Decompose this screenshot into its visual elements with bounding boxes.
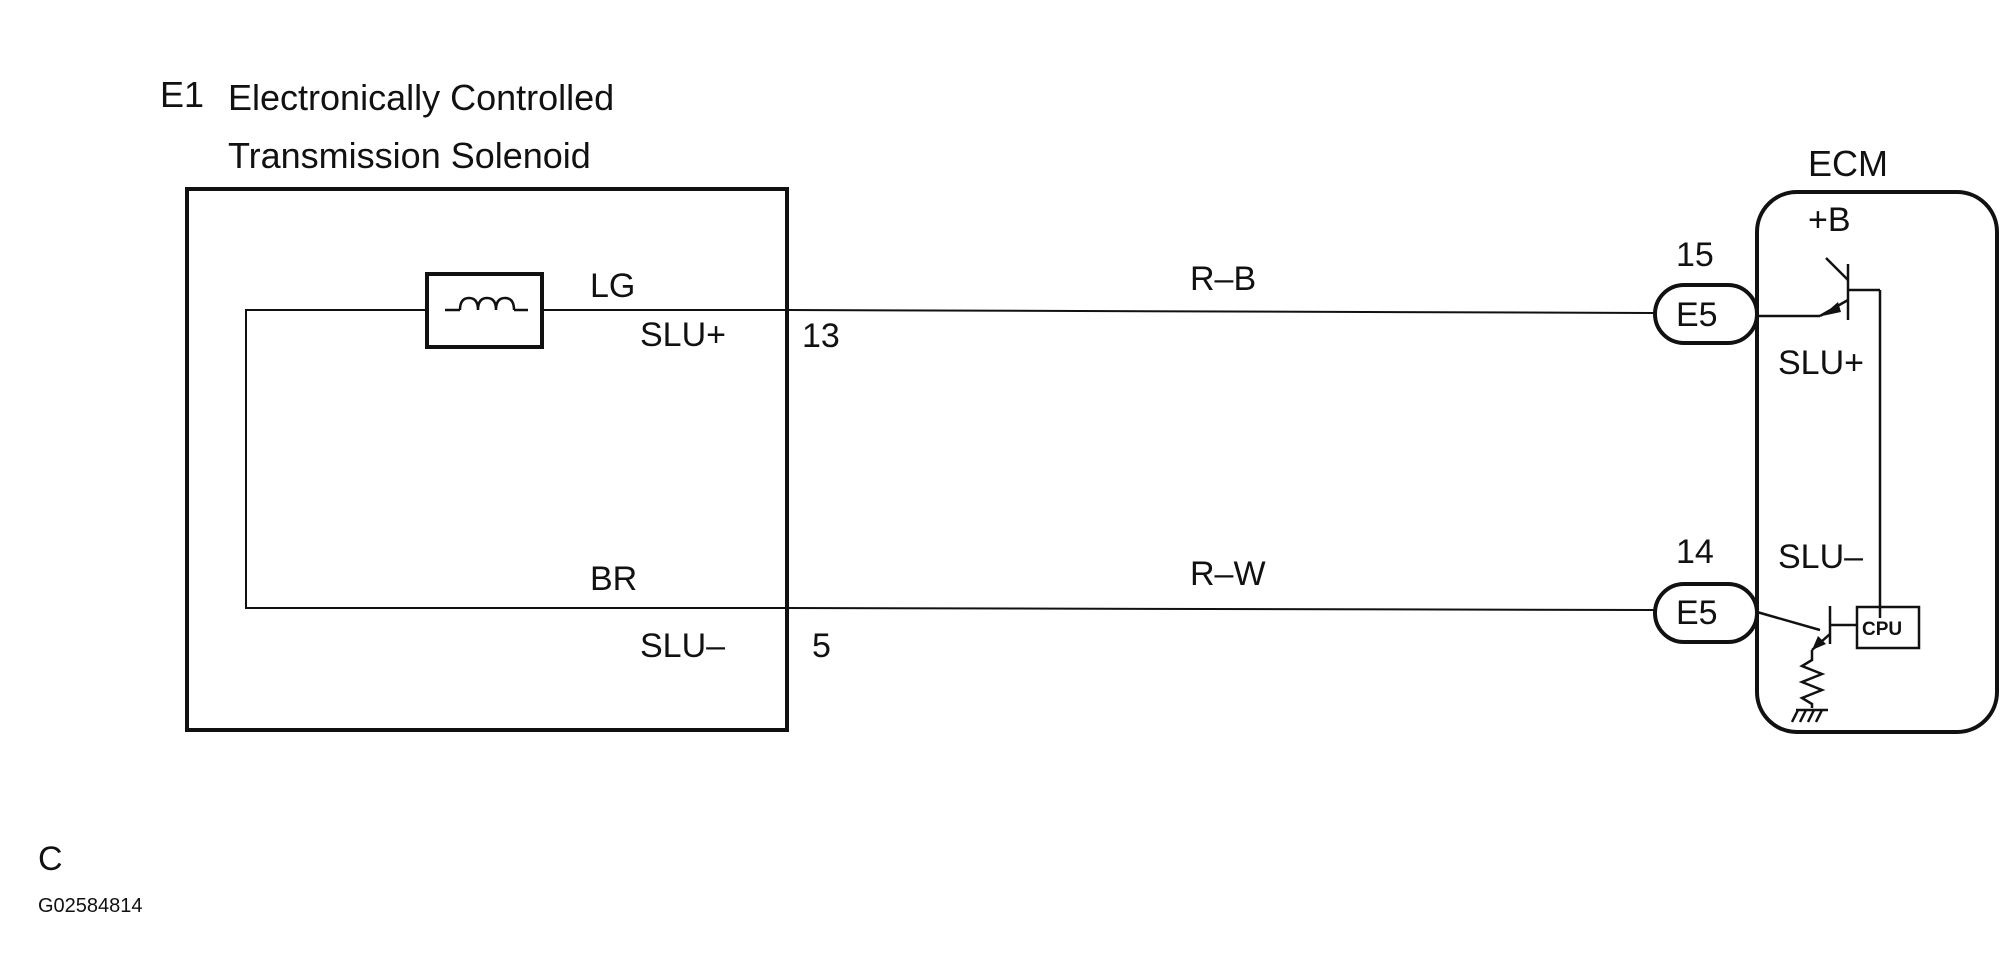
wire-label-r-w: R–W (1190, 555, 1266, 593)
solenoid-internal-wire (245, 309, 787, 609)
pin-13: 13 (802, 317, 840, 355)
ground-icon (1790, 708, 1828, 723)
ecm-power-label: +B (1808, 201, 1851, 239)
coil-icon (425, 272, 544, 349)
figure-code: G02584814 (38, 895, 143, 917)
connector-pin-15: 15 (1676, 236, 1714, 274)
wire-r-w (786, 607, 1656, 611)
connector-e5-bottom-label: E5 (1676, 594, 1718, 632)
wire-r-b (786, 309, 1656, 314)
cpu-box (1855, 605, 1921, 650)
connector-e5-top-label: E5 (1676, 296, 1718, 334)
signal-slu-minus: SLU– (640, 627, 725, 665)
ecm-signal-slu-plus: SLU+ (1778, 344, 1864, 382)
connector-pin-14: 14 (1676, 533, 1714, 571)
component-name-line2: Transmission Solenoid (228, 135, 591, 176)
wire-color-lg: LG (590, 267, 635, 305)
pin-5: 5 (812, 627, 831, 665)
component-id: E1 (160, 74, 204, 115)
ecm-signal-slu-minus: SLU– (1778, 538, 1863, 576)
transistor-bottom-icon (1756, 606, 1857, 651)
signal-slu-plus: SLU+ (640, 316, 726, 354)
footer-letter: C (38, 840, 63, 878)
ecm-box (1755, 190, 1999, 734)
wire-color-br: BR (590, 560, 637, 598)
solenoid-box (185, 187, 789, 732)
resistor-icon (1798, 650, 1826, 708)
cpu-label: CPU (1862, 619, 1902, 640)
wire-label-r-b: R–B (1190, 260, 1256, 298)
transistor-top-icon (1757, 257, 1882, 618)
ecm-title: ECM (1808, 143, 1888, 184)
component-name-line1: Electronically Controlled (228, 77, 614, 118)
